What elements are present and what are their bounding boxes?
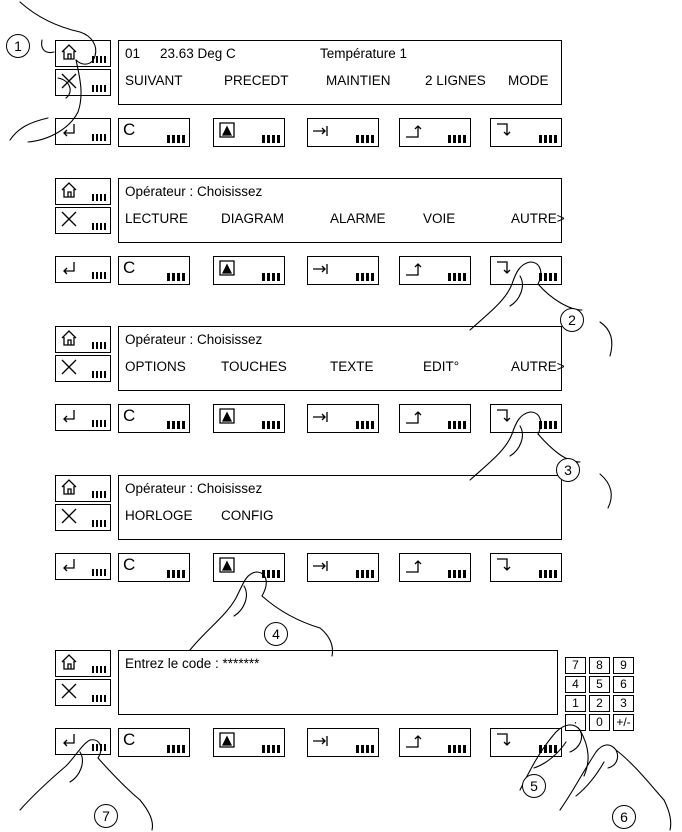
hand-pointer-icon-2 (470, 262, 612, 356)
callout-4: 4 (264, 622, 288, 646)
hand-pointer-icon-4 (190, 572, 333, 656)
callout-1: 1 (6, 34, 30, 58)
callout-6: 6 (612, 805, 636, 829)
hand-pointer-icon-3 (470, 412, 611, 508)
callout-7: 7 (94, 804, 118, 828)
callout-5: 5 (522, 774, 546, 798)
callout-2: 2 (560, 308, 584, 332)
callout-3: 3 (556, 458, 580, 482)
hand-pointer-icon-1 (10, 2, 96, 142)
hand-pointer-icon-7 (20, 740, 153, 830)
